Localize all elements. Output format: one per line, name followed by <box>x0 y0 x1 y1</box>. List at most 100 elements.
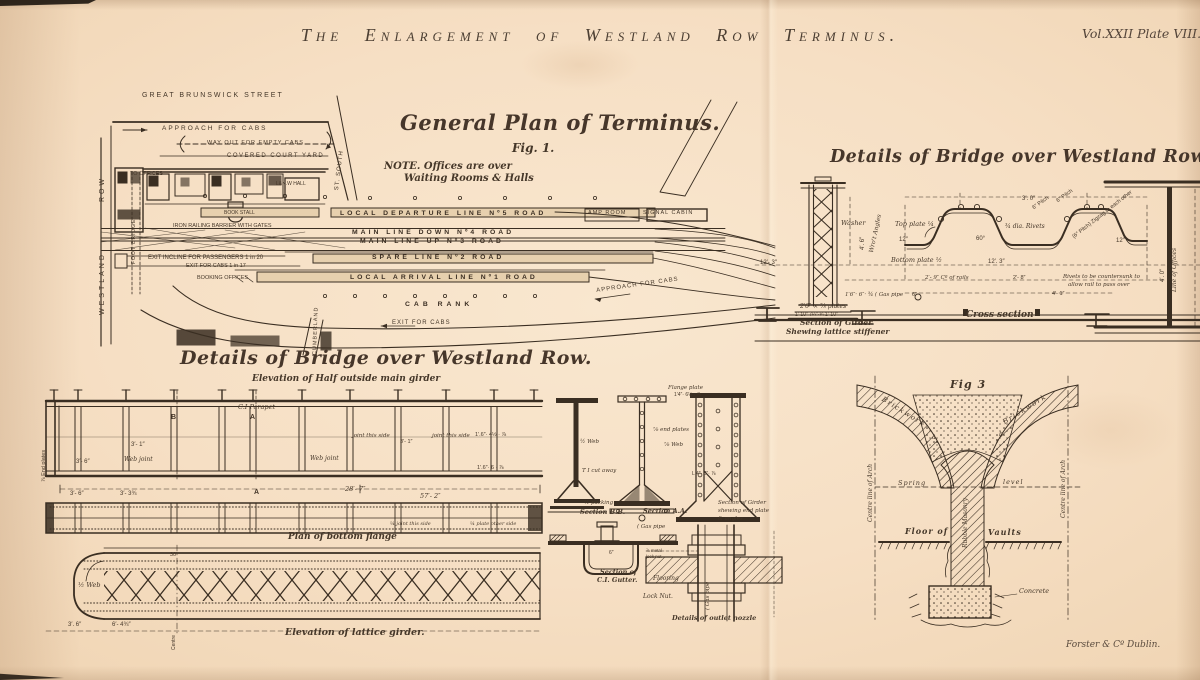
note-countersunk-2: allow rail to pass over <box>1068 282 1130 288</box>
label-joint-side-2: joint this side <box>432 433 470 439</box>
dim-30: 30′ <box>170 552 178 558</box>
dim-12-b: 12″ <box>1116 238 1125 244</box>
label-joint-plan-1: ¼ joint this side <box>390 521 431 527</box>
dim-3-1-b: 3′- 1″ <box>400 439 413 445</box>
label-vaults: Vaults <box>988 527 1022 537</box>
label-gas-pipe-cross: 1′6″· 6″· ¾ ( Gas pipe <box>845 292 904 298</box>
corner-sliver-bottomleft <box>0 673 64 680</box>
label-to-offices: TO OFFICES <box>130 171 163 177</box>
dim-rails: 2′- 9″ Cº of rails <box>925 275 969 281</box>
track-spare-line: SPARE LINE Nº2 ROAD <box>372 254 505 261</box>
label-lock-nut: Lock Nut. <box>643 593 673 600</box>
street-westland: WESTLAND <box>99 252 106 315</box>
street-row: ROW <box>99 175 106 202</box>
dim-57-2: 57′- 2″ <box>420 492 441 500</box>
plan-note-line1: NOTE. Offices are over <box>384 161 512 172</box>
dim-12-a: 12″ <box>899 237 908 243</box>
label-line-of-offices: Line of Offices <box>1171 247 1178 292</box>
label-foot-bridge: FOOT BRIDGE <box>131 218 137 264</box>
caption-section-bb: Section B.B. <box>580 508 626 516</box>
caption-plan-bottom-flange: Plan of bottom flange <box>288 532 397 542</box>
label-flange-plate-1: Flange plate <box>668 385 703 391</box>
label-booking-offices: BOOKING OFFICES <box>197 275 249 281</box>
caption-section-girder-2: Shewing lattice stiffener <box>786 327 890 336</box>
caption-section-girder-1: Section of Girder <box>800 318 873 327</box>
label-approach-cabs: APPROACH FOR CABS <box>162 125 268 132</box>
caption-gutter-2: C.I. Gutter. <box>597 576 638 584</box>
bridge-cross-section-drawing <box>753 176 1200 342</box>
label-rubble-masonry: Rubble Masonry <box>962 498 969 548</box>
dim-4-0-vert: 4′. 0″ <box>1160 268 1166 282</box>
dim-angles-top: 1′.6″· 4½ · ⅞ <box>475 432 507 438</box>
label-book-stall: BOOK STALL <box>224 210 255 216</box>
dim-3-3: 3′- 3¾ <box>120 491 137 497</box>
label-joint-side-1: joint this side <box>352 433 390 439</box>
label-washer: Washer <box>841 219 866 227</box>
label-exit-cabs-grade: EXIT FOR CABS 1 in 17 <box>186 263 246 269</box>
label-web-12: ½ Web <box>580 439 600 445</box>
label-ci-parapet: C.I Parapet <box>238 403 276 411</box>
dim-angles-bot: 1′.6″· 6 · ⅞ <box>477 465 504 471</box>
fig3-title: Fig 3 <box>950 378 987 391</box>
label-end-plates: ⅞ End plates <box>41 449 47 482</box>
label-joint-plan-2: ¼ plate other side <box>470 521 517 527</box>
caption-elevation-half: Elevation of Half outside main girder <box>252 374 441 384</box>
point-b: B <box>171 414 177 421</box>
label-half-web: ½ Web <box>78 581 101 589</box>
label-lnw-hall: L&N.W HALL <box>276 181 306 187</box>
dim-plates: 2′6″ × ⅞ plates <box>800 303 847 310</box>
girder-details-title: Details of Bridge over Westland Row. <box>180 347 592 369</box>
note-countersunk-1: Rivets to be countersunk to <box>1063 274 1140 280</box>
printer-imprint: Forster & Cº Dublin. <box>1066 640 1161 650</box>
dim-12-3-mid: 12′. 3″ <box>988 259 1005 265</box>
point-a-fig3: a <box>932 434 936 441</box>
dims-base: 1′-10″ 7¼″·¾ 1′-10″ <box>795 312 838 318</box>
dim-3-6-c: 3′. 6″ <box>68 622 82 628</box>
label-bottom-plate: Bottom plate ½ <box>891 256 942 264</box>
caption-lattice-girder: Elevation of lattice girder. <box>285 627 425 638</box>
label-lamp-room: LAMP ROOM <box>584 210 627 216</box>
label-gas-pipe-top: ( Gas pipe <box>637 524 666 530</box>
dim-3-0: 3′. 0″ <box>1022 196 1036 202</box>
bottom-edge-shade <box>0 666 1200 680</box>
dim-60-deg: 60° <box>976 236 986 242</box>
label-locknut-small-2: lock nut <box>646 554 662 559</box>
street-great-brunswick: GREAT BRUNSWICK STREET <box>142 92 284 99</box>
dim-4-1: 4′- 1″ <box>1052 291 1065 297</box>
dim-2-8: 2′- 8″ <box>1013 275 1026 281</box>
label-locknut-small-1: ⅞ metal <box>646 548 663 553</box>
dim-6-gutter: 6″ <box>609 550 614 556</box>
dim-3-6-b: 3′- 6″ <box>70 491 84 497</box>
bridge-cross-title: Details of Bridge over Westland Row. <box>830 147 1200 167</box>
caption-sec-girder-2: shewing end plate <box>718 508 769 514</box>
label-spring: Spring <box>898 479 927 487</box>
label-way-out: WAY OUT FOR EMPTY CABS <box>207 140 304 146</box>
point-a-2: A <box>254 489 260 496</box>
plan-note-line2: Waiting Rooms & Halls <box>404 173 534 184</box>
plate-volume: Vol.XXII Plate VIII. <box>1082 26 1200 41</box>
caption-section-aa: Section A.A. <box>643 507 688 515</box>
corner-sliver-topleft <box>0 0 96 6</box>
dim-4-6-vert: 4′. 6″ <box>860 236 866 250</box>
label-floor-of: Floor of <box>905 526 949 536</box>
dim-3-1-a: 3′- 1″ <box>131 442 145 448</box>
label-centre-vert: Centre <box>171 634 177 650</box>
dim-6: 6″ <box>912 292 918 298</box>
top-edge-shade <box>0 0 1200 10</box>
dim-12-3-left: 12′- 3″ <box>760 260 777 266</box>
label-exit-for-cabs: EXIT FOR CABS <box>392 320 451 326</box>
label-flooring: Flooring <box>653 575 679 582</box>
label-centre-arch-right: Centre line of Arch <box>1060 459 1067 518</box>
track-arrival-line: LOCAL ARRIVAL LINE Nº1 ROAD <box>350 274 538 281</box>
general-plan-drawing <box>100 95 776 356</box>
label-flange-plate-2: 1′4″· 6½ · ⅞ <box>674 392 701 398</box>
label-iron-railing: IRON RAILING BARRIER WITH GATES <box>173 223 272 229</box>
fig1-label: Fig. 1. <box>512 141 555 155</box>
label-angle-dim: L 4″· 6″· ⅞ <box>692 471 716 477</box>
label-cab-rank: CAB RANK <box>405 301 474 308</box>
label-web-joint-2: Web joint <box>310 455 339 462</box>
point-a: A <box>250 414 256 421</box>
track-main-down: MAIN LINE DOWN Nº4 ROAD <box>352 229 515 236</box>
fig3-drawing <box>856 375 1081 628</box>
